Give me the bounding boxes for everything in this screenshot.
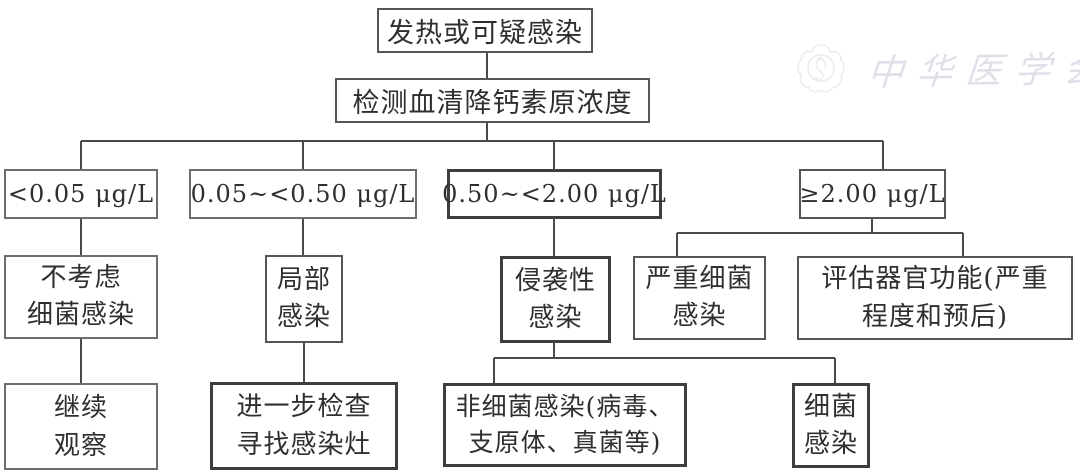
node-fever-or-suspected-infection: 发热或可疑感染 — [377, 8, 593, 53]
node-range-0.05-0.50: 0.05~<0.50 μg/L — [189, 169, 417, 219]
node-label: 支原体、真菌等) — [468, 428, 662, 457]
node-label: 发热或可疑感染 — [387, 18, 583, 49]
node-label: 感染 — [803, 428, 858, 459]
node-label: 感染 — [672, 301, 727, 331]
node-continue-observation: 继续 观察 — [4, 383, 158, 470]
node-range-0.50-2.00: 0.50~<2.00 μg/L — [442, 169, 666, 219]
node-label: 不考虑 — [40, 263, 122, 293]
node-label: 细菌感染 — [26, 300, 135, 330]
node-bacterial-infection: 细菌 感染 — [792, 383, 870, 468]
node-invasive-infection: 侵袭性 感染 — [500, 256, 611, 343]
node-label: 检测血清降钙素原浓度 — [352, 88, 633, 119]
node-label: ≥2.00 μg/L — [799, 180, 946, 208]
node-measure-serum-procalcitonin: 检测血清降钙素原浓度 — [335, 78, 650, 123]
node-no-bacterial-infection: 不考虑 细菌感染 — [4, 255, 158, 339]
node-local-infection: 局部 感染 — [265, 255, 343, 343]
node-non-bacterial-infection: 非细菌感染(病毒、 支原体、真菌等) — [443, 383, 687, 467]
node-label: 局部 — [276, 265, 331, 295]
node-label: 0.50~<2.00 μg/L — [442, 180, 667, 208]
node-label: 观察 — [53, 430, 108, 461]
node-label: 0.05~<0.50 μg/L — [190, 180, 416, 208]
node-severe-bacterial-infection: 严重细菌 感染 — [633, 256, 766, 340]
node-label: 寻找感染灶 — [236, 430, 372, 460]
node-label: 感染 — [276, 302, 331, 332]
node-range-lt-0.05: <0.05 μg/L — [4, 169, 158, 219]
node-range-ge-2.00: ≥2.00 μg/L — [799, 169, 946, 219]
node-label: 细菌 — [803, 391, 858, 422]
node-label: 程度和预后) — [861, 302, 1009, 332]
node-further-examination-find-focus: 进一步检查 寻找感染灶 — [210, 382, 398, 470]
node-label: 继续 — [53, 392, 108, 423]
node-label: 非细菌感染(病毒、 — [455, 392, 675, 421]
node-label: <0.05 μg/L — [7, 180, 155, 208]
node-label: 侵袭性 — [514, 265, 596, 296]
node-label: 评估器官功能(严重 — [821, 264, 1049, 294]
node-label: 严重细菌 — [645, 264, 754, 294]
node-assess-organ-function: 评估器官功能(严重 程度和预后) — [797, 256, 1073, 340]
node-label: 进一步检查 — [236, 392, 372, 422]
node-label: 感染 — [528, 302, 583, 333]
